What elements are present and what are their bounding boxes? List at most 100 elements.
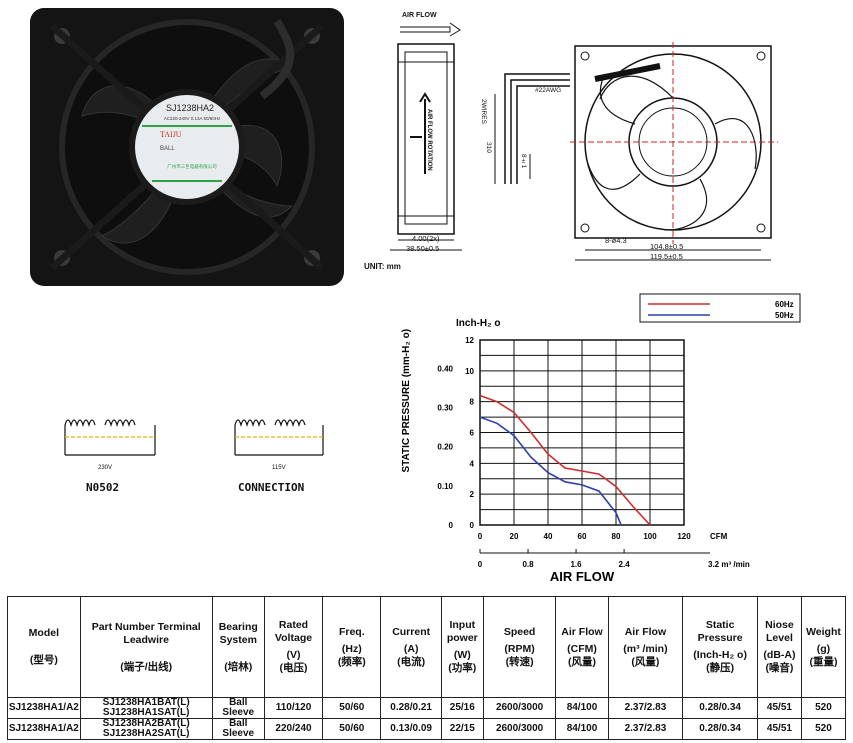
dim-side: 4.00(2x) — [412, 234, 440, 243]
cell-text: 110/120 — [275, 702, 312, 713]
header-unit: (m³ /min) — [623, 642, 668, 655]
rotation-label: AIR FLOW ROTATION — [426, 109, 432, 171]
table-header-cell: Part Number Terminal Leadwire(端子/出线) — [79, 596, 213, 698]
cell-text: SJ1238HA1/A2 — [8, 702, 79, 713]
x-secondary-tick-label: 0 — [478, 560, 483, 569]
unit-label: UNIT: mm — [364, 262, 401, 271]
photo-bearing: BALL — [160, 146, 175, 152]
cell-text: 50/60 — [339, 723, 365, 734]
header-cn: (静压) — [706, 662, 735, 674]
y-tick-label: 12 — [465, 336, 474, 345]
x-tick-label: 20 — [510, 532, 519, 541]
y-tick-label: 2 — [470, 490, 475, 499]
cell-text: SJ1238HA1/A2 — [8, 723, 79, 734]
x-axis-label: AIR FLOW — [550, 569, 615, 584]
header-cn: (风量) — [567, 655, 596, 668]
table-header-cell: Freq.(Hz)(频率) — [322, 596, 382, 698]
table-cell: 520 — [800, 718, 847, 740]
x-secondary-tick-label: 1.6 — [570, 560, 582, 569]
y-tick-inch-label: 0.10 — [437, 482, 453, 491]
legend-label: 60Hz — [775, 300, 794, 309]
table-cell: 110/120 — [263, 697, 324, 719]
cell-text: 2.37/2.83 — [624, 723, 667, 734]
y-tick-label: 10 — [465, 367, 474, 376]
table-cell: 0.28/0.34 — [682, 718, 758, 740]
header-unit: (Hz) — [341, 642, 362, 655]
header-en: Model — [28, 627, 60, 639]
cell-text: 22/15 — [449, 723, 475, 734]
cell-text: SJ1238HA2SAT(L) — [102, 728, 190, 739]
dim-8: 8±1 — [520, 154, 527, 169]
table-cell: 0.28/0.21 — [380, 697, 442, 719]
table-cell: 84/100 — [555, 718, 609, 740]
header-en: Speed — [503, 625, 536, 638]
table-cell: 2600/3000 — [482, 697, 557, 719]
dim-depth: 38.50±0.5 — [406, 244, 440, 253]
header-unit: (W) — [453, 649, 471, 661]
dim-width: 119.5±0.5 — [650, 252, 683, 261]
cell-text: SJ1238HA2BAT(L) — [102, 718, 190, 729]
table-cell: 0.28/0.34 — [682, 697, 758, 719]
table-header-cell: Niose Level (dB-A)(噪音) — [756, 596, 802, 698]
table-header-cell: Bearing System(培林) — [211, 596, 265, 698]
photo-rating: AC220-240V 0.13A 50/60Hz — [163, 116, 221, 121]
dimension-drawing: AIR FLOW AIR FLOW ROTATION UNIT: mm 4.00… — [360, 4, 780, 274]
y-tick-label: 8 — [470, 398, 475, 407]
table-cell: SJ1238HA1BAT(L)SJ1238HA1SAT(L) — [79, 697, 213, 719]
legend-box — [639, 293, 801, 323]
x-secondary-tick-label: 0.8 — [522, 560, 534, 569]
x-tick-label: 0 — [478, 532, 483, 541]
table-header-cell: Air Flow(CFM)(风量) — [555, 596, 609, 698]
cell-text: 45/51 — [766, 723, 792, 734]
header-en: Rated Voltage — [274, 619, 313, 644]
dim-wire-note: #22AWG — [535, 87, 562, 94]
header-cn: (转速) — [505, 655, 534, 668]
header-spacer — [8, 640, 80, 654]
wiring-right-label: CONNECTION — [238, 481, 305, 494]
header-cn: (功率) — [448, 662, 477, 674]
cell-text: Sleeve — [222, 707, 255, 718]
table-header-cell: Model(型号) — [7, 596, 81, 698]
header-en: Freq. — [338, 625, 365, 638]
table-header-row: Model(型号)Part Number Terminal Leadwire(端… — [7, 596, 847, 698]
x-tick-label: 40 — [544, 532, 553, 541]
table-cell: 45/51 — [756, 718, 802, 740]
cell-text: Sleeve — [222, 728, 255, 739]
table-row: SJ1238HA1/A2 SJ1238HA2BAT(L)SJ1238HA2SAT(… — [7, 718, 847, 740]
cell-text: 50/60 — [339, 702, 365, 713]
header-en: Weight — [806, 625, 841, 638]
cell-text: Ball — [229, 718, 248, 729]
table-header-cell: Weight(g)(重量) — [800, 596, 847, 698]
header-en: Niose Level — [765, 619, 794, 644]
table-cell: 84/100 — [555, 697, 609, 719]
photo-maker: 广州市三巨电器有限公司 — [167, 164, 217, 169]
header-cn: (重量) — [809, 655, 838, 668]
series-line — [479, 416, 622, 526]
header-cn: (噪音) — [765, 662, 794, 674]
header-unit: (Inch-H₂ o) — [693, 649, 747, 661]
header-spacer — [81, 647, 212, 661]
table-header-cell: Air Flow(m³ /min)(风量) — [607, 596, 684, 698]
header-cn: (培林) — [224, 660, 253, 673]
y-tick-label: 4 — [470, 459, 475, 468]
header-cn: (电流) — [397, 655, 426, 668]
table-header-cell: Speed(RPM)(转速) — [482, 596, 557, 698]
table-cell: 50/60 — [322, 697, 382, 719]
series-line — [479, 394, 651, 526]
cell-text: 0.13/0.09 — [390, 723, 432, 734]
cell-text: Ball — [229, 697, 248, 708]
cell-text: 2600/3000 — [495, 702, 544, 713]
cell-text: 25/16 — [449, 702, 475, 713]
spec-table: Model(型号)Part Number Terminal Leadwire(端… — [7, 596, 847, 740]
wiring-left-volt: 230V — [98, 465, 113, 471]
header-unit: (dB-A) — [763, 649, 796, 661]
table-cell: 2.37/2.83 — [607, 697, 684, 719]
header-unit: (A) — [403, 642, 419, 655]
table-cell: 520 — [800, 697, 847, 719]
y-tick-label: 0 — [470, 521, 475, 530]
cell-text: 220/240 — [275, 723, 312, 734]
x-tick-label: 60 — [578, 532, 587, 541]
header-spacer — [213, 647, 264, 661]
header-cn: (电压) — [279, 662, 308, 674]
